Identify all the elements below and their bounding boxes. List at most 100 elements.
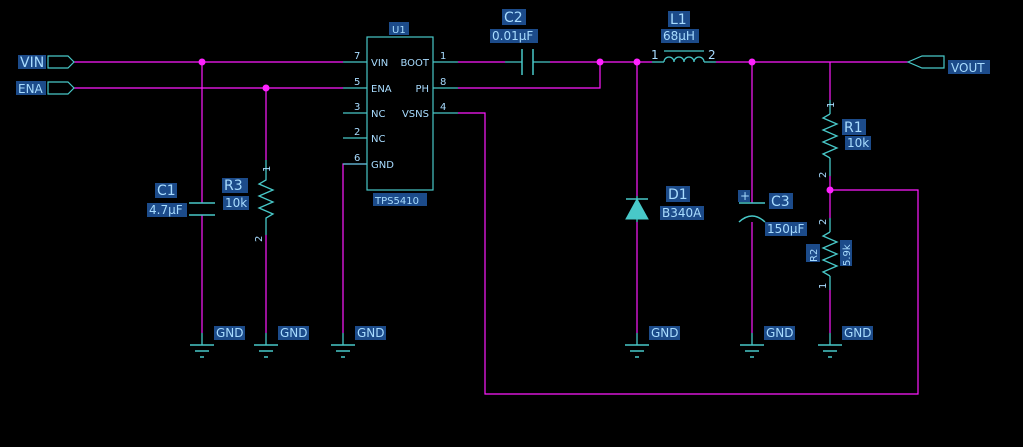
r3-body: [257, 170, 275, 226]
port-vin-highlight: [18, 55, 46, 69]
wires: [74, 61, 919, 395]
ground-symbol: GND: [740, 326, 795, 358]
ic-pin-num-ena: 5: [354, 77, 360, 88]
d1-ref-highlight: [666, 186, 690, 202]
ic-ref-highlight: [389, 22, 409, 35]
r2-ref: R2: [809, 249, 820, 262]
r2-ref-highlight: [806, 244, 820, 262]
resistor-r1[interactable]: 1 2 R1 10k: [818, 100, 871, 178]
port-ena-highlight: [16, 81, 46, 95]
ic-pin-name-nc1: NC: [371, 109, 385, 120]
ground-label: GND: [844, 326, 872, 340]
ground-symbols: GND GND GND GND GND GND: [190, 326, 873, 358]
ic-pin-name-ph: PH: [415, 84, 429, 95]
ic-part: TPS5410: [374, 196, 419, 207]
r3-value-highlight: [223, 196, 249, 210]
ic-pin-name-vin: VIN: [371, 58, 388, 69]
r2-value-highlight: [840, 240, 852, 266]
resistor-r2[interactable]: 2 1 R2 5.9k: [806, 218, 853, 290]
junction-d1: [633, 58, 641, 66]
l1-ref-highlight: [668, 11, 690, 27]
ground-label: GND: [280, 326, 308, 340]
port-vout[interactable]: VOUT: [906, 55, 990, 75]
ground-symbol: GND: [190, 326, 245, 358]
r1-value: 10k: [847, 136, 869, 150]
ground-symbol: GND: [254, 326, 309, 358]
ground-label: GND: [216, 326, 244, 340]
junction-c3: [748, 58, 756, 66]
diode-d1[interactable]: D1 B340A: [625, 186, 704, 222]
wire-ph: [458, 61, 652, 89]
ground-label-highlight: [355, 326, 386, 340]
d1-value-highlight: [660, 206, 704, 220]
ground-symbol: GND: [818, 326, 873, 358]
capacitor-c2[interactable]: C2 0.01µF: [490, 9, 550, 75]
ground-label-highlight: [842, 326, 873, 340]
ic-pin-name-ena: ENA: [371, 84, 392, 95]
ic-pin-num-boot: 1: [440, 51, 446, 62]
c3-value-highlight: [765, 222, 807, 236]
ic-u1[interactable]: U1 TPS5410 7 5 3 2 6 1 8 4 VIN ENA NC NC…: [343, 22, 458, 207]
ic-pin-num-ph: 8: [440, 77, 446, 88]
r1-value-highlight: [845, 136, 871, 150]
r1-ref: R1: [844, 120, 863, 136]
ground-label: GND: [357, 326, 385, 340]
r3-ref: R3: [224, 178, 243, 194]
c2-ref-highlight: [502, 9, 526, 25]
port-ena[interactable]: ENA: [16, 81, 75, 96]
c2-value: 0.01µF: [492, 29, 533, 43]
ic-part-highlight: [373, 193, 427, 206]
l1-ref: L1: [670, 12, 687, 28]
wire-vsns-feedback: [458, 112, 919, 395]
r1-pin2: 2: [818, 172, 829, 178]
ic-pin-name-nc2: NC: [371, 134, 385, 145]
ground-symbol: GND: [625, 326, 680, 358]
r1-pin1: 1: [826, 102, 837, 108]
l1-value-highlight: [661, 29, 699, 43]
r3-ref-highlight: [222, 178, 248, 193]
port-ena-label: ENA: [18, 82, 44, 96]
c1-value: 4.7µF: [149, 203, 183, 217]
port-vin[interactable]: VIN: [18, 55, 75, 71]
junction-vin: [198, 58, 206, 66]
junctions: [198, 58, 834, 194]
junction-feedback: [826, 186, 834, 194]
port-vin-label: VIN: [20, 55, 44, 71]
ic-pin-num-nc2: 2: [354, 127, 360, 138]
ic-pin-num-gnd: 6: [354, 153, 360, 164]
r2-pin1: 1: [818, 283, 829, 289]
ground-label-highlight: [278, 326, 309, 340]
c1-value-highlight: [147, 203, 187, 217]
ground-label-highlight: [649, 326, 680, 340]
capacitor-c3[interactable]: + C3 150µF: [738, 189, 807, 236]
d1-value: B340A: [662, 206, 702, 220]
ic-ref: U1: [392, 25, 406, 36]
c1-ref-highlight: [155, 183, 177, 198]
ground-symbol: GND: [331, 326, 386, 358]
c1-ref: C1: [157, 183, 176, 199]
port-vin-shape: [47, 55, 75, 69]
ic-pin-name-boot: BOOT: [400, 58, 429, 69]
c3-plate-bottom: [738, 215, 766, 223]
port-vout-label: VOUT: [951, 61, 985, 75]
inductor-l1[interactable]: 1 2 L1 68µH: [651, 11, 716, 63]
r2-value: 5.9k: [842, 244, 853, 266]
ic-pin-num-vin: 7: [354, 51, 360, 62]
junction-ph-c2: [596, 58, 604, 66]
port-vout-shape: [906, 55, 945, 69]
r3-value: 10k: [225, 196, 247, 210]
r3-pin1: 1: [262, 166, 273, 172]
l1-value: 68µH: [663, 29, 695, 43]
r2-pin2: 2: [818, 219, 829, 225]
c3-ref: C3: [771, 194, 790, 210]
resistor-r3[interactable]: 1 2 R3 10k: [222, 160, 275, 242]
port-ena-shape: [47, 81, 75, 95]
capacitor-c1[interactable]: C1 4.7µF: [147, 183, 215, 217]
l1-pin1: 1: [651, 48, 659, 62]
r1-ref-highlight: [842, 119, 866, 135]
r1-body: [821, 113, 839, 159]
ic-pin-num-vsns: 4: [440, 102, 446, 113]
junction-ena: [262, 84, 270, 92]
ic-pin-name-vsns: VSNS: [402, 109, 429, 120]
